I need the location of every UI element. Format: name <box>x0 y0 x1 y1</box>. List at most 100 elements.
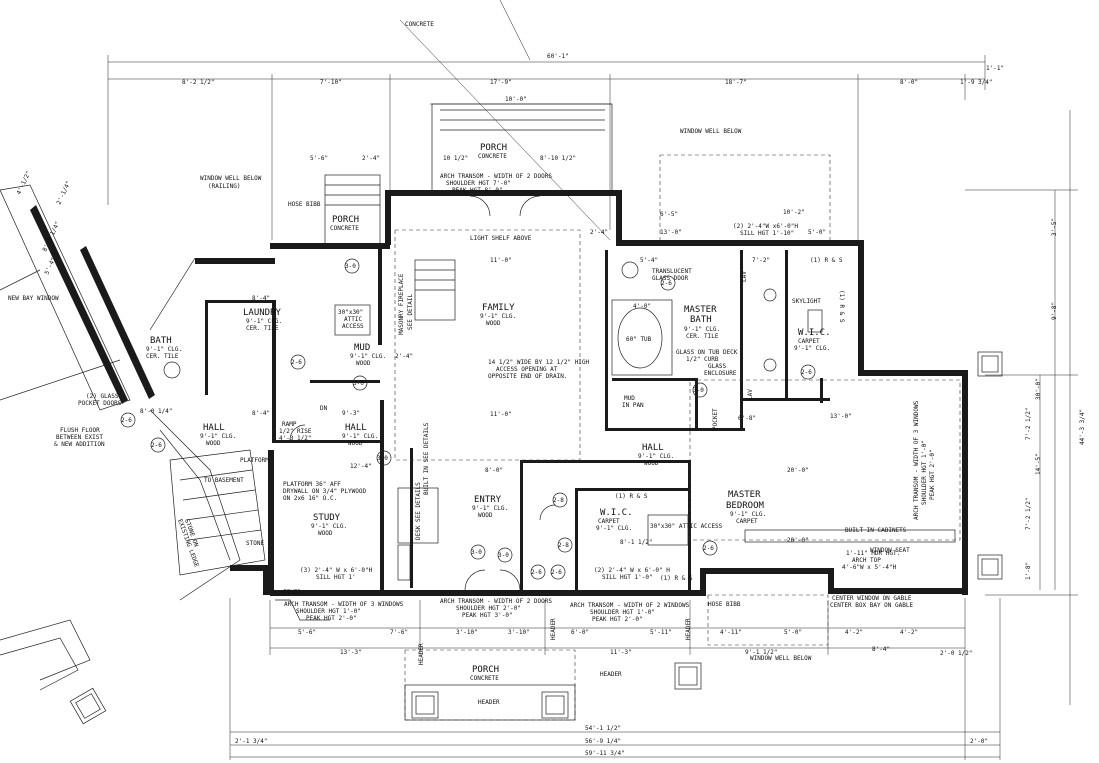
label-master-bedroom-sub2: CARPET <box>736 518 758 525</box>
label-entry-sub2: WOOD <box>478 512 493 519</box>
door-tag: 2-8 <box>557 537 573 553</box>
dim-interior-17: 5'-0" <box>808 229 826 236</box>
note-platform-3: ON 2x6 16" O.C. <box>283 495 337 502</box>
dim-right-8: 1'-8" <box>1025 562 1032 580</box>
door-tag: 2-6 <box>660 275 676 291</box>
dim-right-2: 9'-8" <box>1051 302 1058 320</box>
dim-interior-15: 13'-0" <box>660 229 682 236</box>
label-study: STUDY <box>313 513 341 523</box>
svg-text:2-6: 2-6 <box>121 417 132 424</box>
dim-porch-depth-2: 10 1/2" <box>443 155 468 162</box>
svg-text:3-0: 3-0 <box>693 387 704 394</box>
note-flush-floor: FLUSH FLOOR <box>60 427 100 434</box>
dim-top-1: 8'-2 1/2" <box>182 79 215 86</box>
label-wic-center: W.I.C. <box>600 508 633 518</box>
svg-text:3-0: 3-0 <box>498 552 509 559</box>
label-porch-south: PORCH <box>472 665 499 675</box>
note-light-shelf: LIGHT SHELF ABOVE <box>470 235 532 242</box>
door-tag: 3-0 <box>470 544 486 560</box>
note-study-windows-2: SILL HGT 1' <box>316 574 356 581</box>
note-desk-see-details: DESK SEE DETAILS <box>415 482 422 540</box>
dim-right-5: 7'-2 1/2" <box>1025 407 1032 440</box>
label-wic-right-sub1: CARPET <box>798 338 820 345</box>
label-porch-side-sub: CONCRETE <box>330 225 359 232</box>
dim-interior-10: 8'-1 1/2" <box>620 539 653 546</box>
dim-porch-offset-3: 8'-10 1/2" <box>540 155 576 162</box>
note-window-well-left-2: (RAILING) <box>208 183 241 190</box>
dim-interior-9: 9'-3" <box>342 410 360 417</box>
door-tag: 2-6 <box>150 437 166 453</box>
door-tag: 3-0 <box>344 258 360 274</box>
dim-interior-7: 8'-4" <box>252 295 270 302</box>
svg-text:2-6: 2-6 <box>291 359 302 366</box>
note-attic-left-3: ACCESS <box>342 323 364 330</box>
door-tag: 2-8 <box>552 492 568 508</box>
label-concrete-top: CONCRETE <box>405 21 434 28</box>
note-transom-bedroom-2: SHOULDER HGT 1'-0" <box>921 440 928 505</box>
note-transom-entry-1: ARCH TRANSOM - WIDTH OF 2 DOORS <box>440 598 552 605</box>
note-transom-wic-3: PEAK HGT 2'-0" <box>592 616 643 623</box>
note-hose-bibb-right: HOSE BIBB <box>708 601 741 608</box>
dim-bottom-2-1: 11'-3" <box>610 649 632 656</box>
door-tag: 3-0 <box>692 382 708 398</box>
note-platform-1: PLATFORM 36" AFF <box>283 481 341 488</box>
note-ramp: RAMP <box>282 421 297 428</box>
label-family-sub2: WOOD <box>486 320 501 327</box>
door-tag: 3-0 <box>497 547 513 563</box>
note-masonry-fireplace: MASONRY FIREPLACE <box>398 273 405 335</box>
note-flush-floor-2: BETWEEN EXIST <box>56 434 103 441</box>
note-mud-in-pan-2: IN PAN <box>622 402 644 409</box>
exterior-walls <box>195 190 968 596</box>
note-arch-transom-top-3: PEAK HGT 8'-0" <box>452 187 503 194</box>
label-porch-south-sub: CONCRETE <box>470 675 499 682</box>
door-tag: 2-6 <box>702 540 718 556</box>
dim-bottom-1-4: 6'-0" <box>571 629 589 636</box>
note-r6-b: (1) R & S <box>615 493 648 500</box>
note-arch-top-1: 1'-11" HDR HGT. <box>846 550 900 557</box>
label-master-bedroom-2: BEDROOM <box>726 501 765 511</box>
note-skylight: SKYLIGHT <box>792 298 821 305</box>
label-wic-right: W.I.C. <box>798 328 831 338</box>
note-tub: 60" TUB <box>626 336 652 343</box>
dim-bottom-total-2: 56'-9 1/4" <box>585 738 621 745</box>
label-hall-mid-sub1: 9'-1" CLG. <box>342 433 378 440</box>
note-attic-center: 30"x30" ATTIC ACCESS <box>650 523 723 530</box>
note-wic-windows-2: SILL HGT 1'-0" <box>602 574 653 581</box>
dim-bottom-right: 2'-0" <box>970 738 988 745</box>
dim-top-5: 8'-0" <box>900 79 918 86</box>
label-mud-sub2: WOOD <box>356 360 371 367</box>
note-transom-entry-2: SHOULDER HGT 2'-0" <box>456 605 521 612</box>
dim-interior-16: 7'-2" <box>752 257 770 264</box>
note-center-gable-1: CENTER WINDOW ON GABLE <box>832 595 912 602</box>
note-built-in-cabinets: BUILT IN CABINETS <box>845 527 907 534</box>
note-header-vert-3: HEADER <box>685 618 692 640</box>
label-porch-side: PORCH <box>332 215 359 225</box>
note-dn: DN <box>320 405 328 412</box>
note-window-well-bottom: WINDOW WELL BELOW <box>750 655 812 662</box>
note-hose-bibb-left: HOSE BIBB <box>288 201 321 208</box>
svg-text:2-8: 2-8 <box>558 542 569 549</box>
dim-bottom-1-3: 3'-10" <box>508 629 530 636</box>
note-translucent-2: GLASS DOOR <box>652 275 689 282</box>
note-wic-windows-1: (2) 2'-4" W x 6'-0" H <box>594 567 670 574</box>
svg-text:2-6: 2-6 <box>703 545 714 552</box>
label-hall-mid-sub2: WOOD <box>348 440 363 447</box>
note-fixed: FIXED <box>283 589 301 596</box>
note-header-bottom-2: HEADER <box>478 699 500 706</box>
label-study-sub2: WOOD <box>318 530 333 537</box>
label-hall-left-sub2: WOOD <box>206 440 221 447</box>
svg-text:2-6: 2-6 <box>551 569 562 576</box>
note-glass-pocket-doors-2: POCKET DOORS <box>78 400 122 407</box>
note-arch-top-2: ARCH TOP <box>852 557 881 564</box>
note-arch-transom-top-2: SHOULDER HGT 7'-0" <box>446 180 511 187</box>
dim-bottom-2-2: 9'-1 1/2" <box>745 649 778 656</box>
note-glass-enclosure-2: ENCLOSURE <box>704 370 737 377</box>
note-glass-pocket-doors: (2) GLASS <box>86 393 119 400</box>
note-attic-left-2: ATTIC <box>344 316 362 323</box>
note-to-basement: TO BASEMENT <box>204 477 244 484</box>
dim-bottom-1-7: 5'-0" <box>784 629 802 636</box>
dim-interior-4: 20'-0" <box>787 467 809 474</box>
svg-text:2-6: 2-6 <box>531 569 542 576</box>
note-see-detail: SEE DETAIL <box>407 293 414 330</box>
